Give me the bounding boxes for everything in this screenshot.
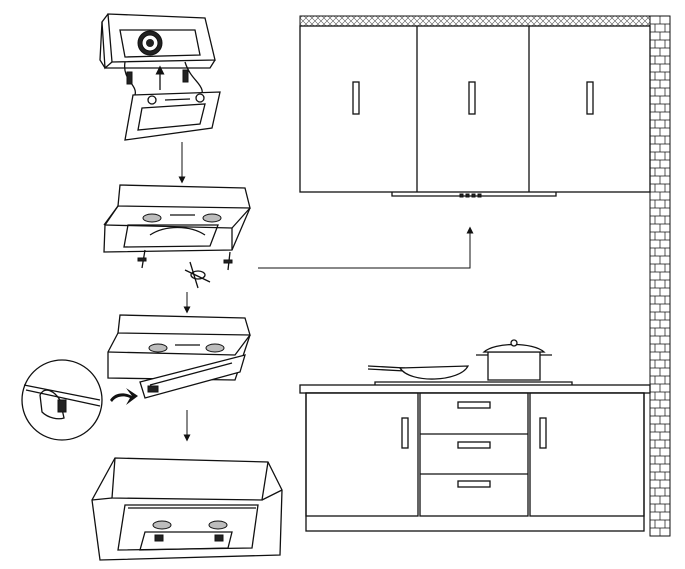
drawer-handle-middle [457,441,491,449]
ceiling-strip [299,15,651,27]
mounting-screws [137,249,233,271]
drawer-handle-top [457,401,491,409]
rotate-arrow-icon [110,388,138,405]
detail-callout [21,359,103,441]
countertop [299,384,651,394]
cooking-pot-icon [476,339,552,381]
brick-wall [649,15,671,537]
hood-body-step1 [99,13,216,70]
lower-handle-right [539,417,547,449]
front-panel-step1 [124,91,221,141]
screwdriver-icon [184,261,211,289]
lower-handle-left [401,417,409,449]
step-1-wiring [99,13,221,141]
upper-handle-middle [468,81,476,115]
step-3-panel [21,314,251,441]
step-2-screwing [103,184,251,289]
kitchen-scene [299,15,671,537]
hood-body-step2 [103,184,251,253]
hob-icon [374,381,573,385]
upper-handle-left [352,81,360,115]
step-4-installed [91,457,283,561]
tilted-panel [139,354,246,399]
frying-pan-icon [367,365,470,380]
arrow-step2-to-cabinet [258,226,474,269]
lower-cabinets [305,392,645,532]
drawer-handle-bottom [457,480,491,488]
installed-hood-strip [391,192,557,198]
hood-body-step3 [107,314,251,381]
upper-handle-right [586,81,594,115]
upper-cabinets [299,25,651,193]
